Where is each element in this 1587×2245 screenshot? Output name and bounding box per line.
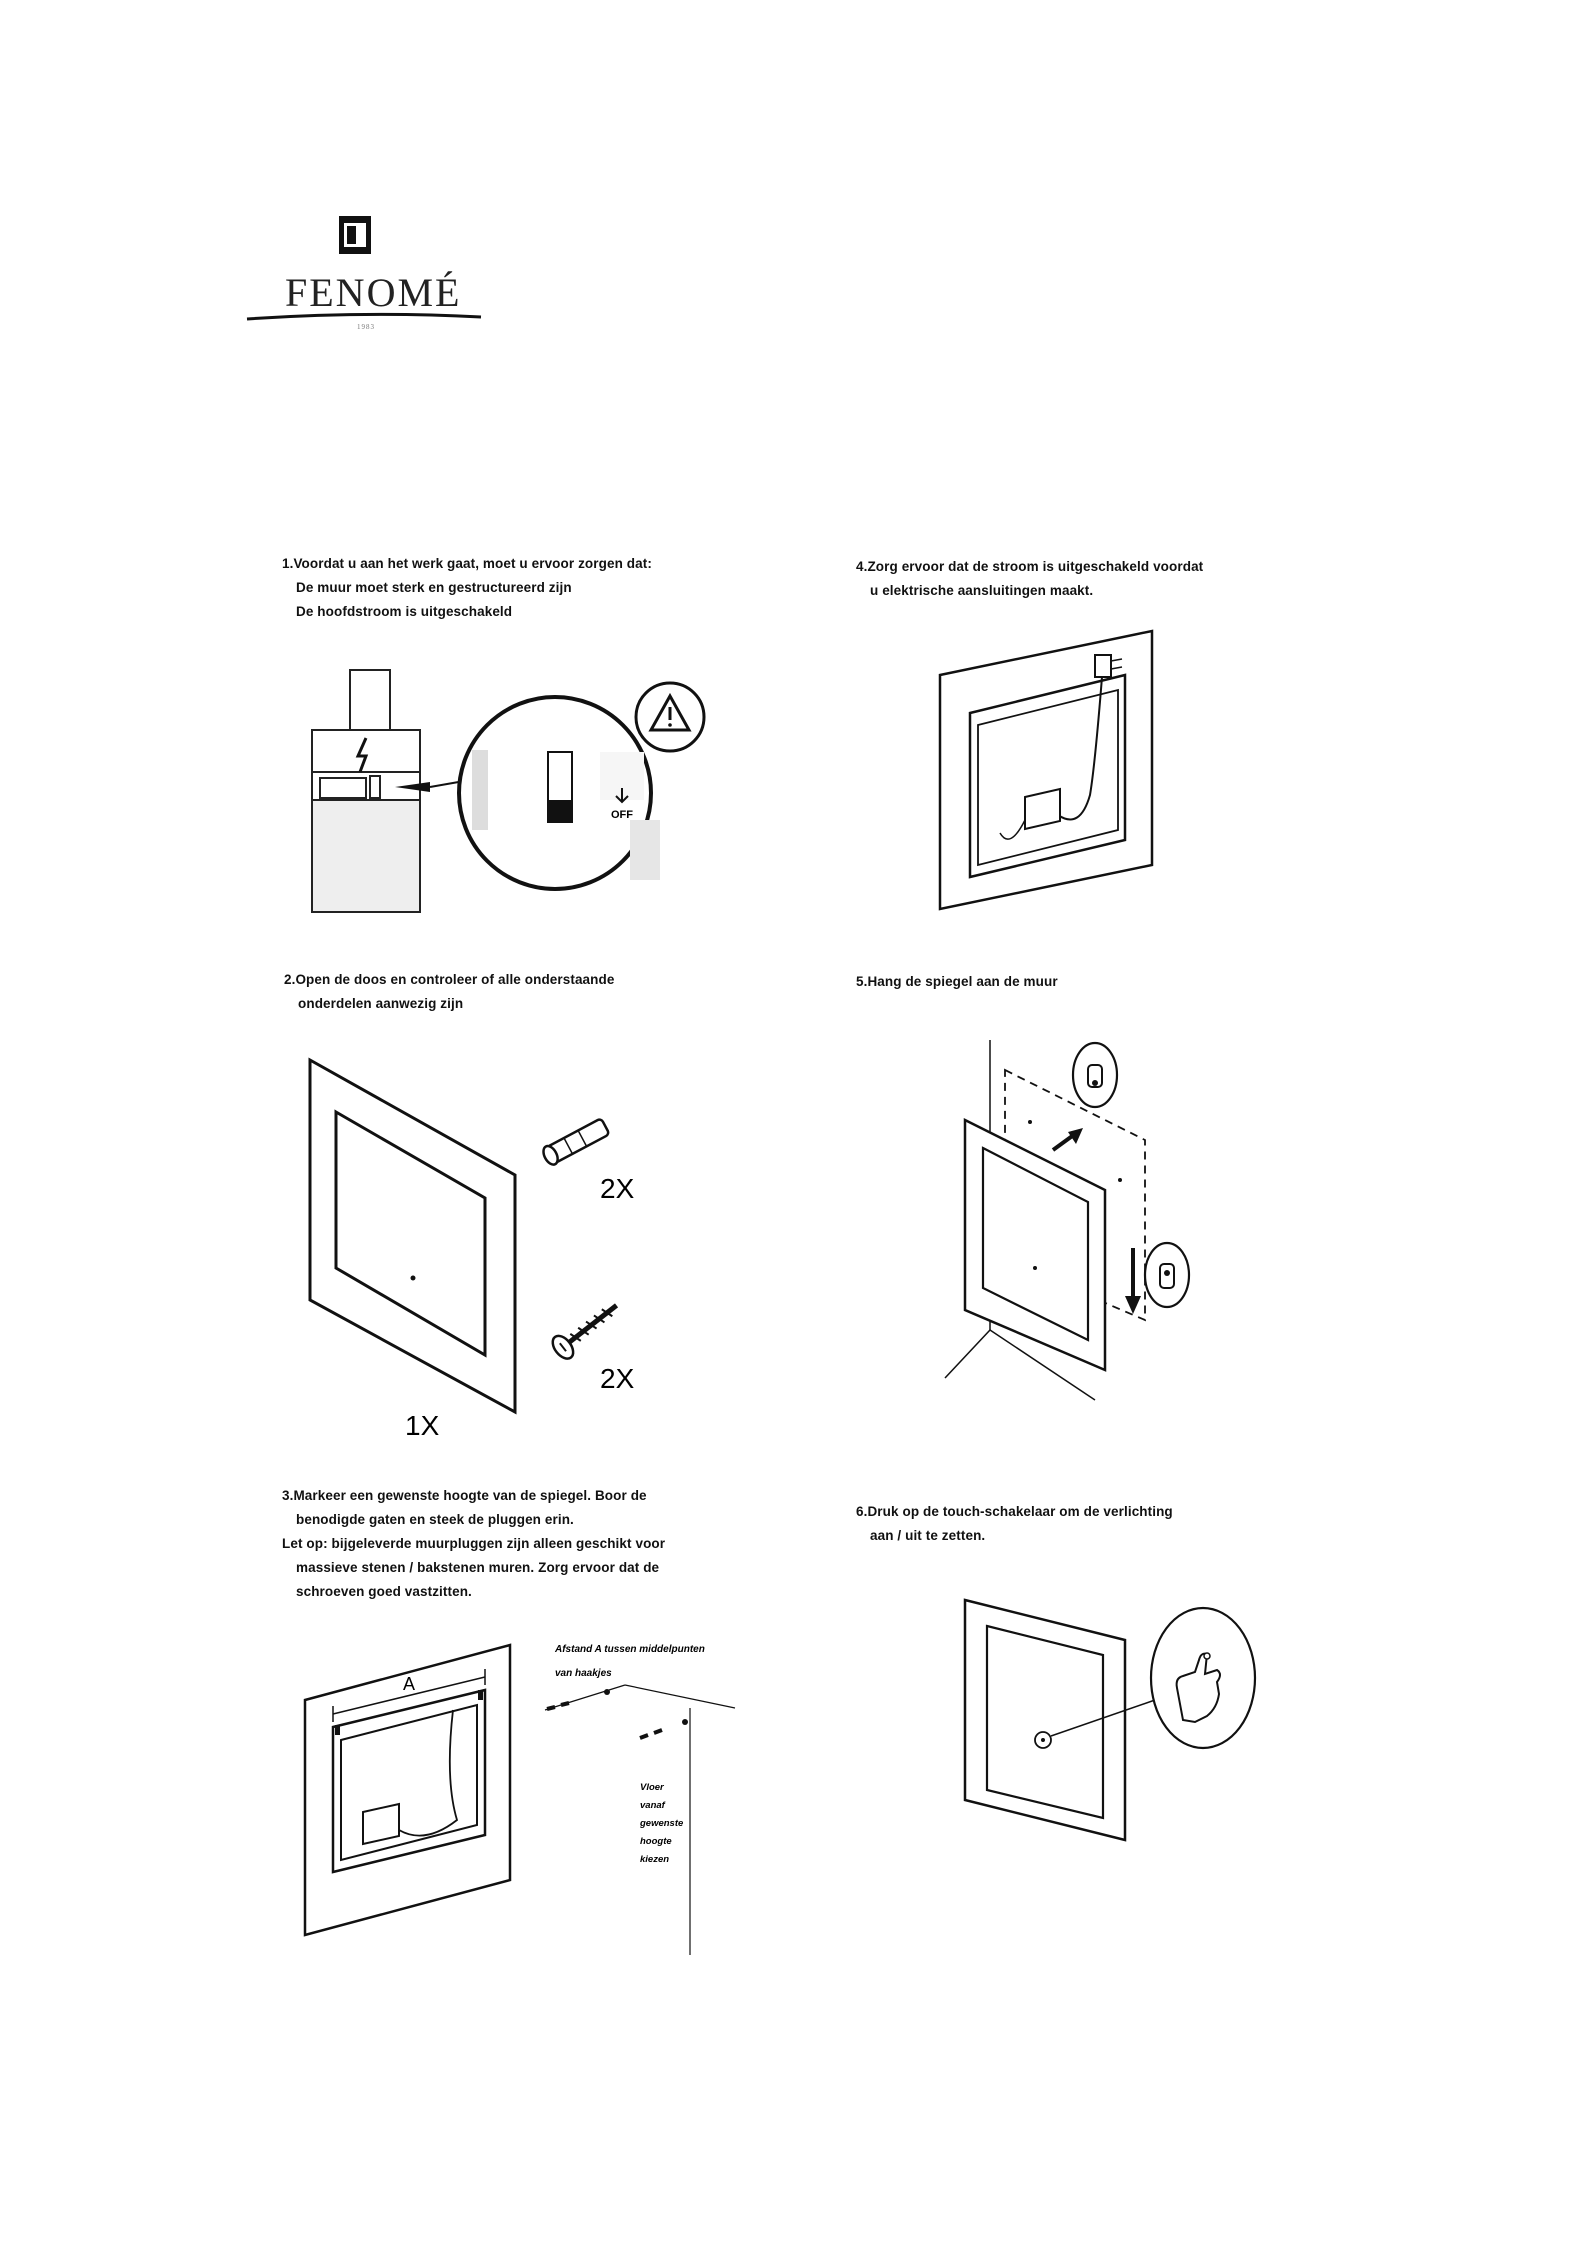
step-3-illustration: A Afstand A tussen middelpunten van haak… [303,1643,736,1955]
step-6-text: 6.Druk op de touch-schakelaar om de verl… [856,1500,1173,1548]
brand-sub: 1983 [357,323,375,331]
step-4-line-2: u elektrische aansluitingen maakt. [870,583,1094,598]
step-5-text: 5.Hang de spiegel aan de muur [856,970,1058,994]
note-side-5: kiezen [640,1854,669,1865]
screw-icon [551,1303,619,1360]
hook-detail-icon [1087,1064,1103,1088]
wall-plug-icon [542,1118,610,1166]
hand-icon [1175,1652,1221,1724]
step-4-line-1: 4.Zorg ervoor dat de stroom is uitgescha… [856,559,1204,574]
step-4-illustration [938,629,1154,911]
step-3-line-2: benodigde gaten en steek de pluggen erin… [296,1512,574,1527]
dimension-a-label: A [403,1674,415,1694]
logo-mark-icon [339,216,371,254]
step-2-illustration: 1X 2X 2X [308,1057,635,1441]
step-5-illustration [944,1040,1191,1401]
step-2-text: 2.Open de doos en controleer of alle ond… [284,968,614,1016]
mirror-count: 1X [405,1410,440,1441]
note-side-1: Vloer [640,1782,665,1793]
note-side-3: gewenste [639,1818,684,1829]
step-3-line-3: Let op: bijgeleverde muurpluggen zijn al… [282,1536,666,1551]
note-side-4: hoogte [640,1836,672,1847]
brand-name: FENOMÉ [285,270,462,315]
step-6-illustration [963,1598,1257,1842]
step-1-text: 1.Voordat u aan het werk gaat, moet u er… [282,552,652,624]
plug-count: 2X [600,1173,635,1204]
note-side-2: vanaf [640,1800,666,1811]
step-1-line-2: De muur moet sterk en gestructureerd zij… [296,580,572,595]
note-top-1: Afstand A tussen middelpunten [554,1644,705,1655]
note-top-2: van haakjes [555,1668,612,1679]
step-3-line-1: 3.Markeer een gewenste hoogte van de spi… [282,1488,647,1503]
step-6-line-2: aan / uit te zetten. [870,1528,986,1543]
step-4-text: 4.Zorg ervoor dat de stroom is uitgescha… [856,555,1203,603]
screw-count: 2X [600,1363,635,1394]
step-2-line-2: onderdelen aanwezig zijn [298,996,464,1011]
step-5-line-1: 5.Hang de spiegel aan de muur [856,974,1058,989]
lightning-icon [355,737,369,773]
step-1-line-3: De hoofdstroom is uitgeschakeld [296,604,513,619]
step-3-text: 3.Markeer een gewenste hoogte van de spi… [282,1484,665,1604]
step-2-line-1: 2.Open de doos en controleer of alle ond… [284,972,615,987]
step-3-line-5: schroeven goed vastzitten. [296,1584,472,1599]
switch-off-label: OFF [611,809,633,821]
brand-logo: FENOMÉ 1983 [245,205,495,335]
warning-icon [648,692,692,732]
step-1-line-1: 1.Voordat u aan het werk gaat, moet u er… [282,556,652,571]
step-3-line-4: massieve stenen / bakstenen muren. Zorg … [296,1560,660,1575]
step-1-illustration: OFF [311,669,706,913]
step-6-line-1: 6.Druk op de touch-schakelaar om de verl… [856,1504,1173,1519]
logo-swoosh [246,312,482,321]
